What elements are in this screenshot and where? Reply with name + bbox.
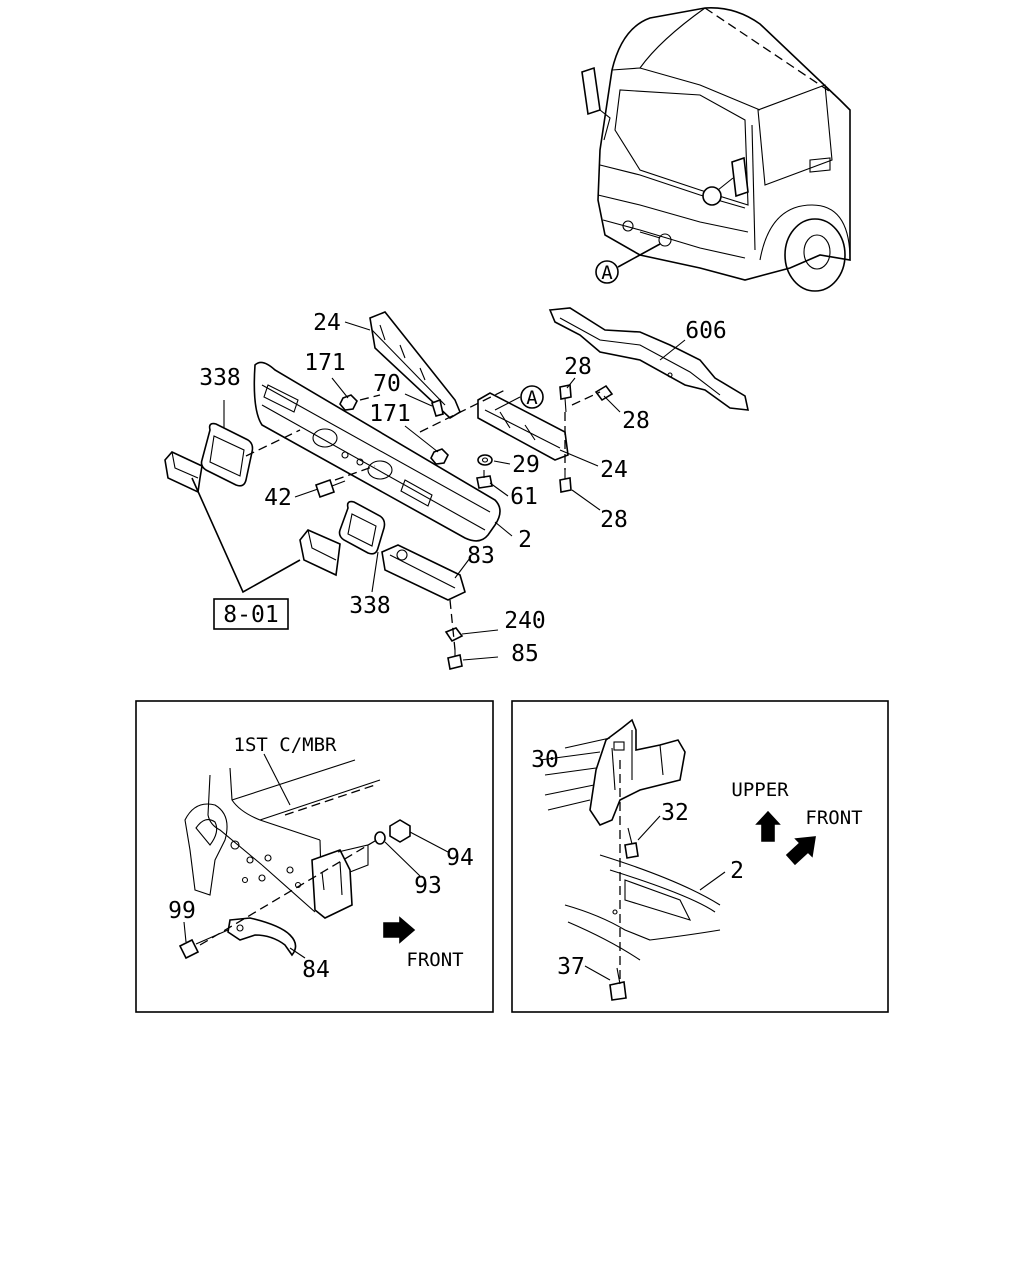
lamp-housing-lower (299, 529, 341, 577)
callout-24-lower: 24 (600, 457, 628, 483)
front-direction-label-right: FRONT (805, 807, 862, 829)
callout-240: 240 (504, 608, 546, 634)
callout-85: 85 (511, 641, 539, 667)
callout-338-upper: 338 (199, 365, 241, 391)
callout-99: 99 (168, 898, 196, 924)
detail-left-panel (135, 700, 494, 1013)
member-label: 1ST C/MBR (234, 734, 338, 756)
callout-171-upper: 171 (304, 350, 346, 376)
upper-direction-label: UPPER (731, 779, 789, 801)
callout-42: 42 (264, 485, 292, 511)
washer-29 (477, 454, 493, 466)
callout-28-a: 28 (564, 354, 592, 380)
callout-171-lower: 171 (369, 401, 411, 427)
bezel-338-lower (338, 500, 386, 555)
bumper-assembly (253, 361, 501, 542)
bracket-24-lower (477, 392, 569, 461)
callout-29: 29 (512, 452, 540, 478)
lamp-housing-upper (164, 451, 203, 494)
view-ref-a-marker: A (595, 260, 619, 284)
callout-61: 61 (510, 484, 538, 510)
callout-84: 84 (302, 957, 330, 983)
callout-338-lower: 338 (349, 593, 391, 619)
svg-text:A: A (601, 262, 613, 284)
bolt-28-a (559, 384, 572, 413)
bolt-28-c (559, 468, 572, 493)
callout-a-label: A (526, 387, 538, 409)
callout-2: 2 (518, 527, 532, 553)
clip-70 (431, 398, 444, 417)
bezel-338-upper (200, 422, 254, 487)
group-ref-box: 8-01 (213, 598, 289, 630)
bracket-83 (381, 544, 466, 601)
callout-30: 30 (531, 747, 559, 773)
callout-28-b: 28 (622, 408, 650, 434)
callout-28-c: 28 (600, 507, 628, 533)
front-direction-label-left: FRONT (406, 949, 463, 971)
callout-24-upper: 24 (313, 310, 341, 336)
callout-93: 93 (414, 873, 442, 899)
bolt-85 (447, 650, 463, 670)
callout-32: 32 (661, 800, 689, 826)
callout-83: 83 (467, 543, 495, 569)
nut-171-lower (430, 448, 449, 465)
callout-70: 70 (373, 371, 401, 397)
callout-a-ring (520, 385, 544, 409)
callout-37: 37 (557, 954, 585, 980)
callout-606: 606 (685, 318, 727, 344)
nut-171-upper (339, 394, 358, 411)
bolt-28-b (594, 384, 614, 402)
bolt-61 (476, 470, 493, 489)
bolt-42 (314, 478, 346, 499)
detail-right-panel (511, 700, 889, 1013)
group-ref-label: 8-01 (223, 602, 278, 628)
callout-2-detail: 2 (730, 858, 744, 884)
frame-member-606 (548, 307, 750, 411)
callout-94: 94 (446, 845, 474, 871)
truck-cab-illustration (581, 7, 851, 292)
